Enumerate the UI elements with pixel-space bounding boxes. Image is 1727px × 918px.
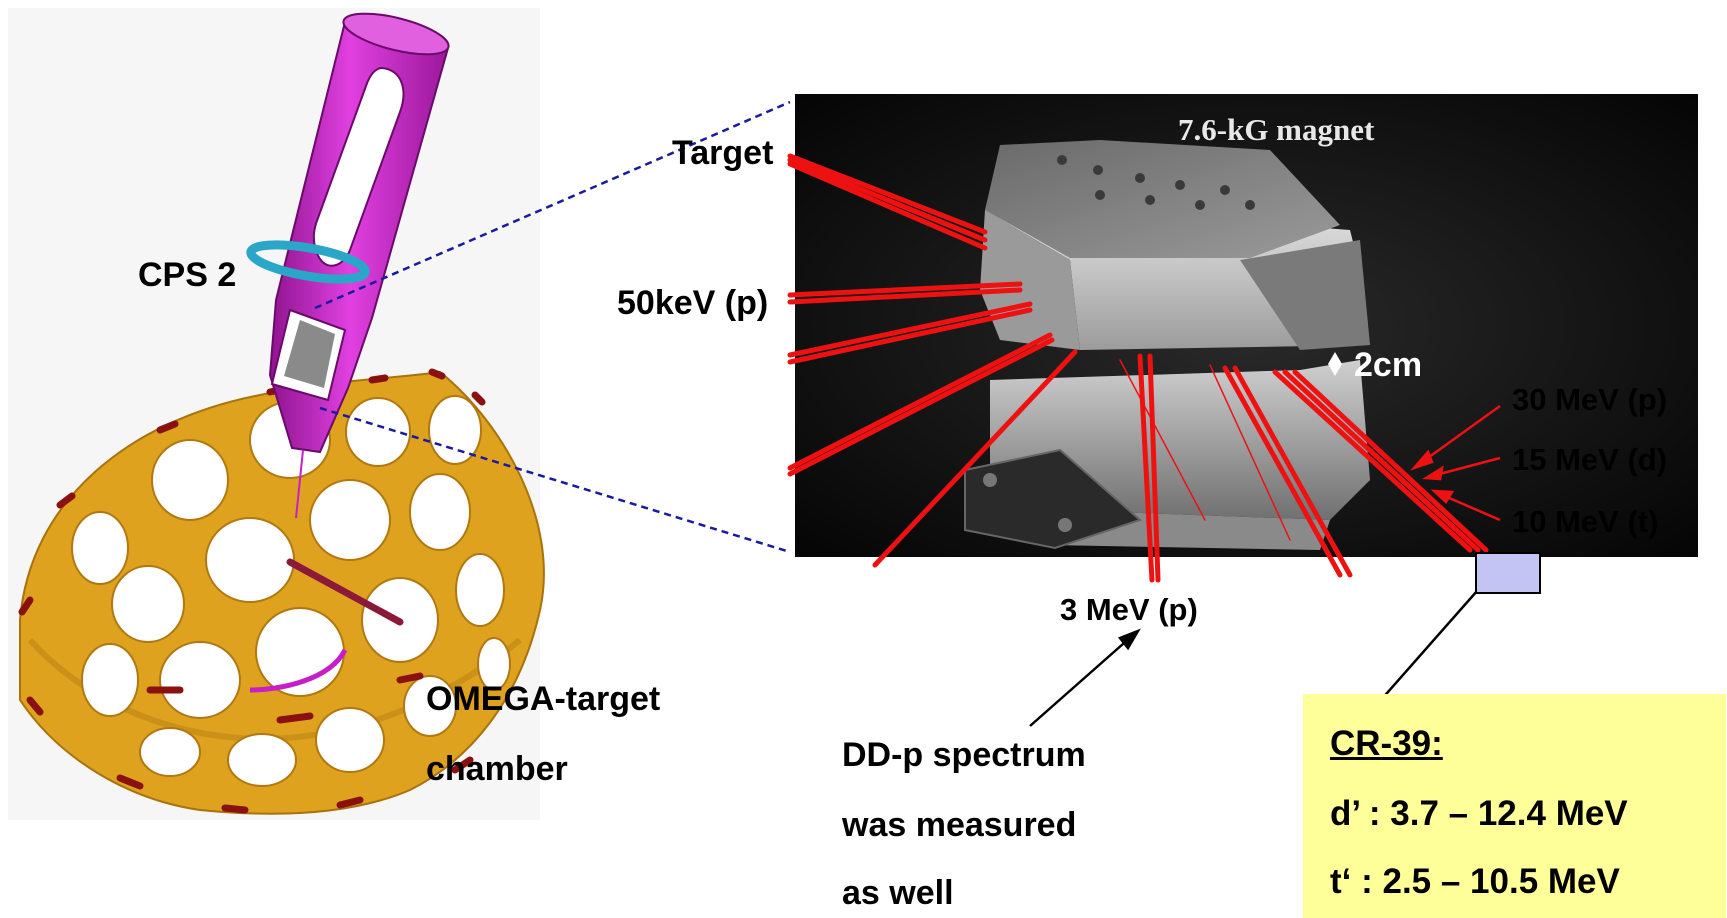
gap-marker-icon (1328, 352, 1342, 376)
mev3-label: 3 MeV (p) (1060, 592, 1198, 627)
omega-label-line1: OMEGA-target (426, 680, 661, 718)
faint-tracks (1119, 359, 1291, 541)
omega-label-line2: chamber (426, 750, 568, 788)
particle-tracks (787, 153, 1489, 583)
omega-target-chamber (8, 8, 545, 820)
high-energy-tracks (1272, 369, 1489, 553)
ddp-line1: DD-p spectrum (842, 736, 1086, 774)
cr39-line2: t‘ : 2.5 – 10.5 MeV (1330, 862, 1620, 901)
cr39-marker (1475, 552, 1541, 594)
cps2-probe (246, 12, 450, 519)
ddp-line2: was measured (842, 806, 1077, 844)
mev30-label: 30 MeV (p) (1512, 382, 1668, 417)
zoom-lines (314, 100, 791, 554)
cps2-label: CPS 2 (138, 256, 237, 294)
mev15-label: 15 MeV (d) (1512, 442, 1668, 477)
kev50-tracks (787, 281, 1033, 365)
energy-arrows (1410, 404, 1501, 522)
mev3-tracks (1137, 353, 1161, 583)
mev10-label: 10 MeV (t) (1512, 504, 1659, 539)
ddp-line3: as well (842, 874, 954, 912)
mid-tracks (1222, 365, 1353, 578)
cr39-line1: d’ : 3.7 – 12.4 MeV (1330, 794, 1628, 833)
cr39-title: CR-39: (1330, 724, 1443, 763)
target-tracks (787, 153, 988, 251)
magnet-label: 7.6-kG magnet (1178, 112, 1375, 147)
target-label: Target (672, 134, 774, 172)
cr39-info-box: CR-39: d’ : 3.7 – 12.4 MeV t‘ : 2.5 – 10… (1303, 694, 1726, 918)
low-energy-tracks (787, 332, 1078, 568)
chamber-rim (18, 368, 486, 814)
kev50-label: 50keV (p) (617, 284, 769, 322)
gap-label: 2cm (1354, 346, 1423, 384)
magnet-photo (795, 94, 1698, 557)
